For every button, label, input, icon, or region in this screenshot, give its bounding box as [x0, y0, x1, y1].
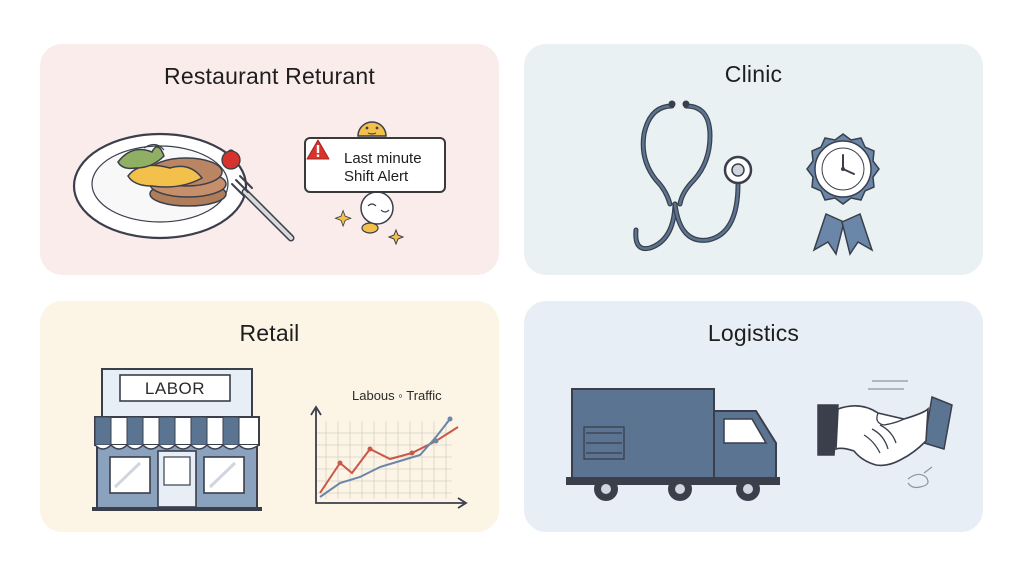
card-clinic: Clinic: [524, 44, 983, 275]
shift-alert-box: Last minute Shift Alert: [304, 137, 446, 193]
stethoscope-chestpiece-icon: [723, 155, 753, 185]
delivery-truck-icon: [566, 388, 780, 501]
tomato-icon: [221, 149, 241, 170]
shift-alert-text: Last minute Shift Alert: [344, 150, 422, 185]
card-title-clinic: Clinic: [724, 61, 783, 87]
coin-icon: [357, 121, 387, 137]
stethoscope-icon: [633, 100, 741, 252]
line-chart-icon: [310, 405, 468, 509]
food-stack-icon: [117, 143, 227, 207]
retail-illustration: [92, 368, 468, 511]
storefront-icon: [92, 368, 262, 511]
card-retail: Retail: [40, 301, 499, 532]
clinic-illustration: [633, 100, 880, 256]
certified-badge-icon: [806, 133, 880, 256]
card-title-restaurant: Restaurant Returant: [164, 63, 375, 89]
card-title-logistics: Logistics: [707, 320, 800, 346]
logistics-illustration: [566, 380, 953, 501]
warning-icon: [306, 139, 330, 160]
card-title-retail: Retail: [239, 320, 300, 346]
card-restaurant: Restaurant Returant: [40, 44, 499, 275]
card-logistics: Logistics: [524, 301, 983, 532]
chart-legend-label: Labous ◦ Traffic: [352, 388, 442, 403]
restaurant-illustration: [72, 121, 405, 246]
fork-icon: [231, 175, 295, 242]
store-sign-label: LABOR: [144, 379, 206, 398]
handshake-icon: [817, 380, 953, 489]
chef-character-icon: [334, 191, 405, 246]
